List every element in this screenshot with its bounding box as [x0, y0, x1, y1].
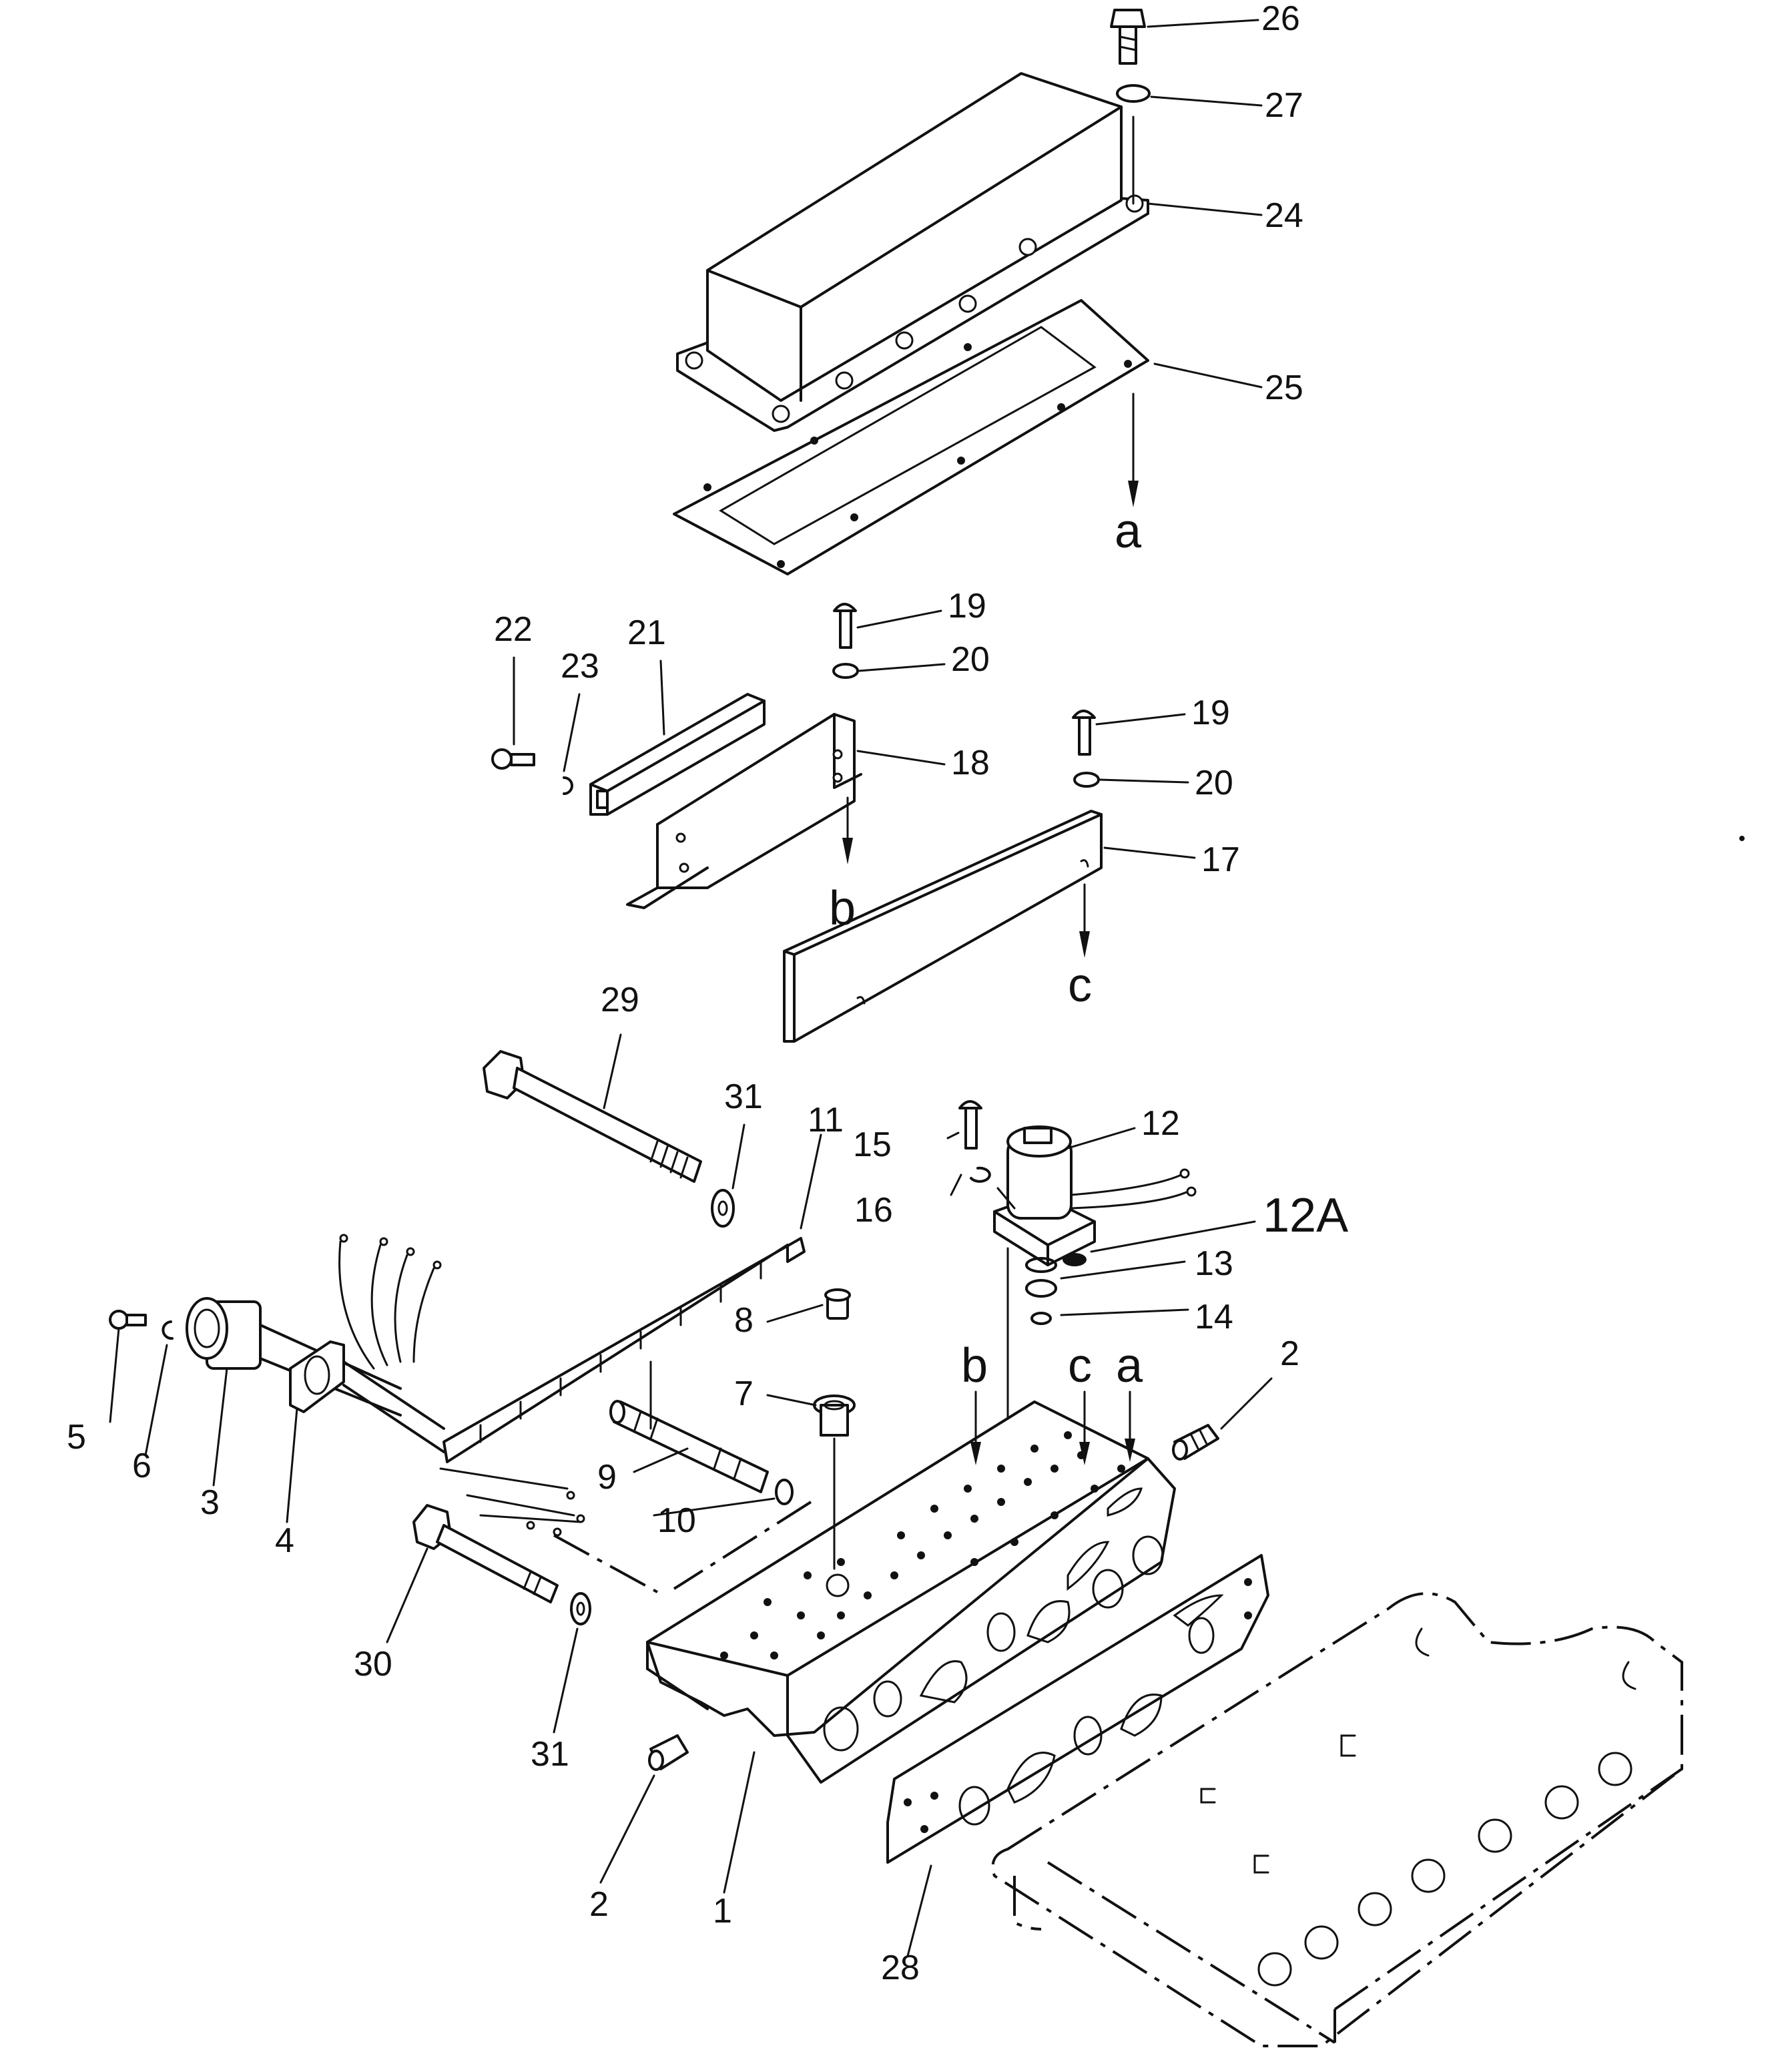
label-17: 17 [1201, 840, 1240, 879]
screw-19a [833, 603, 857, 649]
plug-8 [824, 1288, 851, 1320]
label-10: 10 [657, 1501, 696, 1540]
bolt-30 [412, 1504, 559, 1603]
screw-22 [491, 748, 535, 770]
screw-5 [109, 1310, 147, 1330]
label-20b: 20 [1195, 764, 1233, 802]
gasket-25 [673, 299, 1149, 575]
label-7: 7 [734, 1374, 754, 1413]
label-20a: 20 [951, 640, 990, 679]
label-6: 6 [132, 1447, 152, 1485]
oring-10 [775, 1479, 794, 1505]
label-14: 14 [1195, 1298, 1233, 1336]
label-28: 28 [881, 1949, 920, 1987]
label-4: 4 [275, 1521, 294, 1560]
label-23: 23 [561, 647, 599, 686]
label-a-top: a [1115, 505, 1142, 558]
label-8: 8 [734, 1301, 754, 1340]
label-11: 11 [808, 1101, 844, 1139]
screw-19b [1072, 710, 1096, 756]
washer-31a [711, 1189, 735, 1228]
bar-21 [589, 693, 766, 816]
label-25: 25 [1265, 368, 1303, 407]
label-31b: 31 [531, 1735, 569, 1774]
washer-16 [970, 1166, 991, 1183]
label-a-low: a [1116, 1339, 1143, 1392]
washer-20a [832, 663, 859, 679]
label-30: 30 [354, 1645, 392, 1684]
ring-23 [563, 776, 573, 795]
bolt-26 [1110, 9, 1146, 65]
label-3: 3 [200, 1483, 220, 1522]
gasket-28 [886, 1554, 1269, 1864]
washer-20b [1073, 772, 1100, 788]
label-2b: 2 [589, 1885, 609, 1924]
case-outline [991, 1592, 1683, 2047]
label-c-low: c [1068, 1339, 1092, 1392]
oring-13 [1025, 1279, 1057, 1298]
oring-14 [1030, 1312, 1052, 1325]
seal-13b [1063, 1253, 1087, 1266]
connector-3 [186, 1297, 402, 1417]
strip-11 [442, 1237, 806, 1463]
spool-9 [609, 1400, 769, 1493]
washer-31b [570, 1592, 591, 1625]
cover-box [676, 72, 1149, 432]
label-21: 21 [627, 613, 666, 652]
solenoid-12 [993, 1125, 1197, 1266]
label-5: 5 [67, 1418, 86, 1457]
label-24: 24 [1265, 196, 1303, 235]
label-2a: 2 [1280, 1334, 1299, 1373]
label-31a: 31 [724, 1077, 763, 1116]
label-29: 29 [601, 981, 639, 1019]
label-13: 13 [1195, 1244, 1233, 1283]
bracket-18 [626, 713, 862, 909]
ring-6 [162, 1320, 174, 1340]
label-26: 26 [1261, 0, 1300, 38]
label-1: 1 [713, 1892, 732, 1931]
label-18: 18 [951, 744, 990, 782]
label-16: 16 [854, 1191, 893, 1230]
valve-body-1 [646, 1400, 1176, 1784]
washer-27 [1116, 84, 1151, 103]
label-15: 15 [853, 1125, 892, 1164]
bolt-29 [483, 1050, 702, 1183]
label-19b: 19 [1191, 694, 1230, 732]
label-c-mid: c [1068, 959, 1092, 1012]
label-12A: 12A [1263, 1189, 1348, 1242]
plug-2a [1172, 1424, 1219, 1461]
plug-2b [648, 1734, 689, 1771]
label-22: 22 [494, 610, 533, 649]
screw-15 [958, 1100, 982, 1149]
seal-13a [1025, 1257, 1057, 1273]
label-b-low: b [961, 1339, 988, 1392]
label-9: 9 [597, 1458, 617, 1497]
flange-4 [289, 1340, 445, 1453]
label-19a: 19 [948, 587, 986, 625]
label-b-mid: b [829, 882, 856, 935]
cup-7 [813, 1394, 856, 1437]
label-12: 12 [1141, 1104, 1180, 1143]
label-27: 27 [1265, 86, 1303, 125]
strip-17 [783, 810, 1103, 1043]
